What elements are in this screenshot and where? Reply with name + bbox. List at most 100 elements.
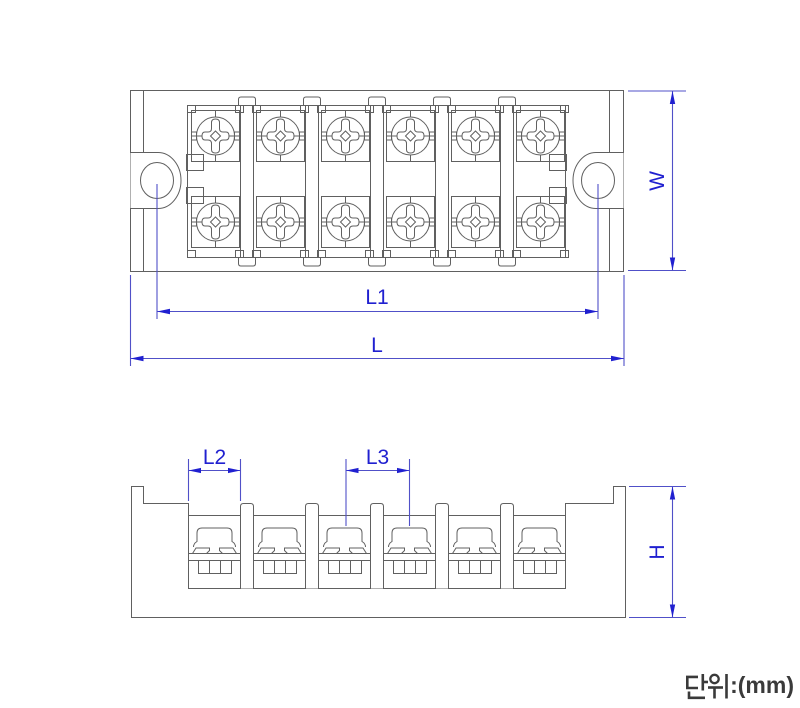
barrier-tab-top <box>303 96 321 106</box>
cell-foot <box>430 105 439 113</box>
arrow-right-icon <box>611 355 624 362</box>
cell-foot <box>235 250 244 258</box>
cross-center <box>209 216 222 228</box>
cell-foot <box>252 250 261 258</box>
terminal-body <box>328 560 362 574</box>
cell-foot <box>187 250 196 258</box>
screw-terminal-cell <box>386 110 435 162</box>
clamp-washer <box>256 547 275 554</box>
unit-suffix: :(mm) <box>730 671 794 698</box>
dimension-L: L <box>129 275 625 366</box>
screw-terminal-cell <box>321 196 370 248</box>
cell-foot <box>430 250 439 258</box>
barrier-walls <box>238 96 516 267</box>
clamp-washer <box>451 547 470 554</box>
terminal-compartment <box>318 515 371 574</box>
barrier-tab-top <box>238 96 256 106</box>
barrier-tab-bottom <box>303 257 321 267</box>
wire-clamp-dome <box>453 527 496 548</box>
arrow-up-icon <box>669 486 676 500</box>
screw-terminal-cell <box>256 196 305 248</box>
arrow-down-icon <box>669 257 676 271</box>
cell-foot <box>495 250 504 258</box>
dimension-H: H <box>629 485 686 619</box>
cell-foot <box>560 250 569 258</box>
barrier-posts <box>240 503 514 589</box>
barrier-tab-bottom <box>498 257 516 267</box>
cross-center <box>209 130 222 142</box>
arrow-right-icon <box>585 308 598 315</box>
clamp-washer <box>479 547 498 554</box>
dimension-L3: L3 <box>345 446 411 526</box>
barrier-tab-top <box>433 96 451 106</box>
terminal-area-outline <box>187 105 566 258</box>
barrier-tab-bottom <box>238 257 256 267</box>
clamp-washer <box>414 547 433 554</box>
wall-tab <box>186 154 204 171</box>
arrow-left-icon <box>157 308 170 315</box>
wire-clamp-dome <box>323 527 366 548</box>
arrow-right-icon <box>397 467 410 474</box>
screw-terminal-cell <box>191 196 240 248</box>
wire-clamp-dome <box>258 527 301 548</box>
screw-terminal-cell <box>191 110 240 162</box>
cell-foot <box>365 105 374 113</box>
housing-outline <box>130 90 624 272</box>
terminal-compartment <box>383 515 436 574</box>
clamp-washer <box>191 547 210 554</box>
cell-foot <box>512 105 521 113</box>
cell-foot <box>300 105 309 113</box>
cell-foot <box>317 105 326 113</box>
dim-label-L1: L1 <box>365 286 388 309</box>
screw-terminals <box>187 105 569 258</box>
screw-terminal-cell <box>386 196 435 248</box>
top-view <box>130 90 624 272</box>
dim-label-L2: L2 <box>203 446 226 469</box>
cell-foot <box>235 105 244 113</box>
cross-center <box>534 130 547 142</box>
terminal-compartment <box>253 515 306 574</box>
screw-terminal-cell <box>451 196 500 248</box>
arrow-left-icon <box>346 467 359 474</box>
korean-unit-text <box>686 673 728 700</box>
cross-center <box>404 216 417 228</box>
clamp-washer <box>219 547 238 554</box>
terminal-compartment <box>513 515 566 574</box>
wall-tab <box>549 154 567 171</box>
dimension-W: W <box>628 90 686 272</box>
barrier-tab-top <box>498 96 516 106</box>
cell-foot <box>512 250 521 258</box>
cell-foot <box>317 250 326 258</box>
dim-label-H: H <box>646 544 669 559</box>
cell-foot <box>365 250 374 258</box>
wall-tab <box>549 187 567 204</box>
mounting-ear-right <box>572 152 624 209</box>
cross-center <box>534 216 547 228</box>
barrier-post <box>305 503 319 589</box>
housing-profile-outline <box>131 486 626 618</box>
cell-foot <box>382 105 391 113</box>
screw-terminal-cell <box>256 110 305 162</box>
wire-clamp-dome <box>518 527 561 548</box>
cross-center <box>274 216 287 228</box>
dimension-L2: L2 <box>187 446 242 501</box>
cross-center <box>339 130 352 142</box>
barrier-tab-top <box>368 96 386 106</box>
terminal-body <box>393 560 427 574</box>
cell-foot <box>187 105 196 113</box>
clamp-washer <box>544 547 563 554</box>
terminal-compartments <box>188 515 566 574</box>
clamp-washer <box>349 547 368 554</box>
clamp-washer <box>516 547 535 554</box>
dimensions: W L1 L L2 <box>129 90 686 619</box>
cross-center <box>469 130 482 142</box>
clamp-washer <box>386 547 405 554</box>
mounting-ear-left <box>130 152 182 209</box>
arrow-up-icon <box>669 91 676 104</box>
dim-label-L3: L3 <box>366 446 389 469</box>
terminal-body <box>263 560 297 574</box>
wire-clamp-dome <box>388 527 431 548</box>
clamp-washer <box>321 547 340 554</box>
